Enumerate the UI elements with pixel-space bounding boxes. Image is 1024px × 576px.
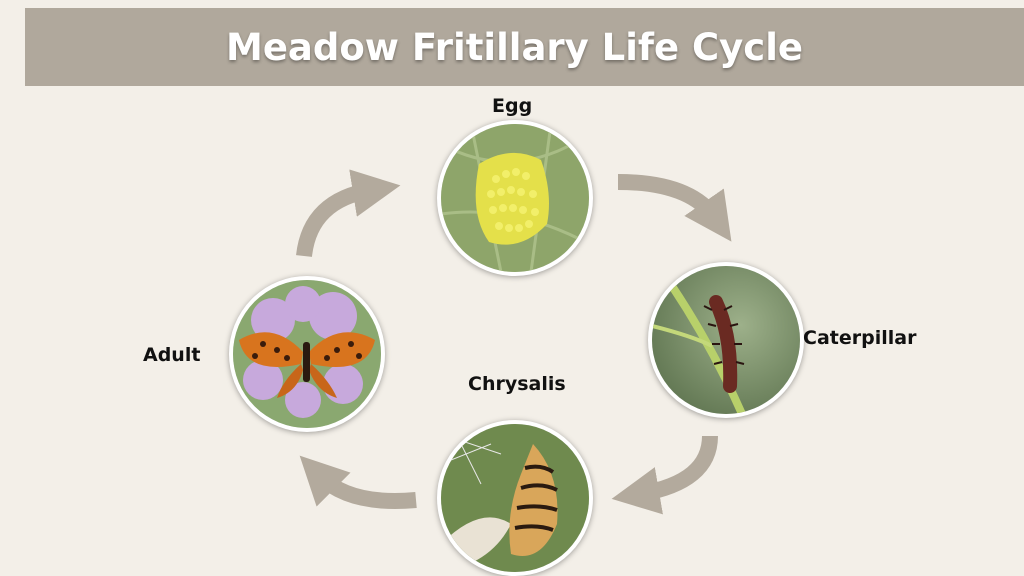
stage-label-adult: Adult — [143, 344, 201, 366]
arrow-caterpillar-to-chrysalis — [611, 435, 718, 515]
arrow-egg-to-caterpillar — [617, 174, 732, 242]
stage-label-egg: Egg — [492, 95, 533, 117]
stage-label-chrysalis: Chrysalis — [468, 373, 566, 395]
stage-label-caterpillar: Caterpillar — [803, 327, 917, 349]
page-title: Meadow Fritillary Life Cycle — [226, 25, 803, 69]
arrow-adult-to-egg — [296, 169, 401, 258]
chrysalis-photo — [437, 420, 593, 576]
title-bar: Meadow Fritillary Life Cycle — [25, 8, 1024, 86]
caterpillar-photo — [648, 262, 804, 418]
butterfly-photo — [229, 276, 385, 432]
arrow-chrysalis-to-adult — [299, 455, 417, 509]
egg-cluster-photo — [437, 120, 593, 276]
